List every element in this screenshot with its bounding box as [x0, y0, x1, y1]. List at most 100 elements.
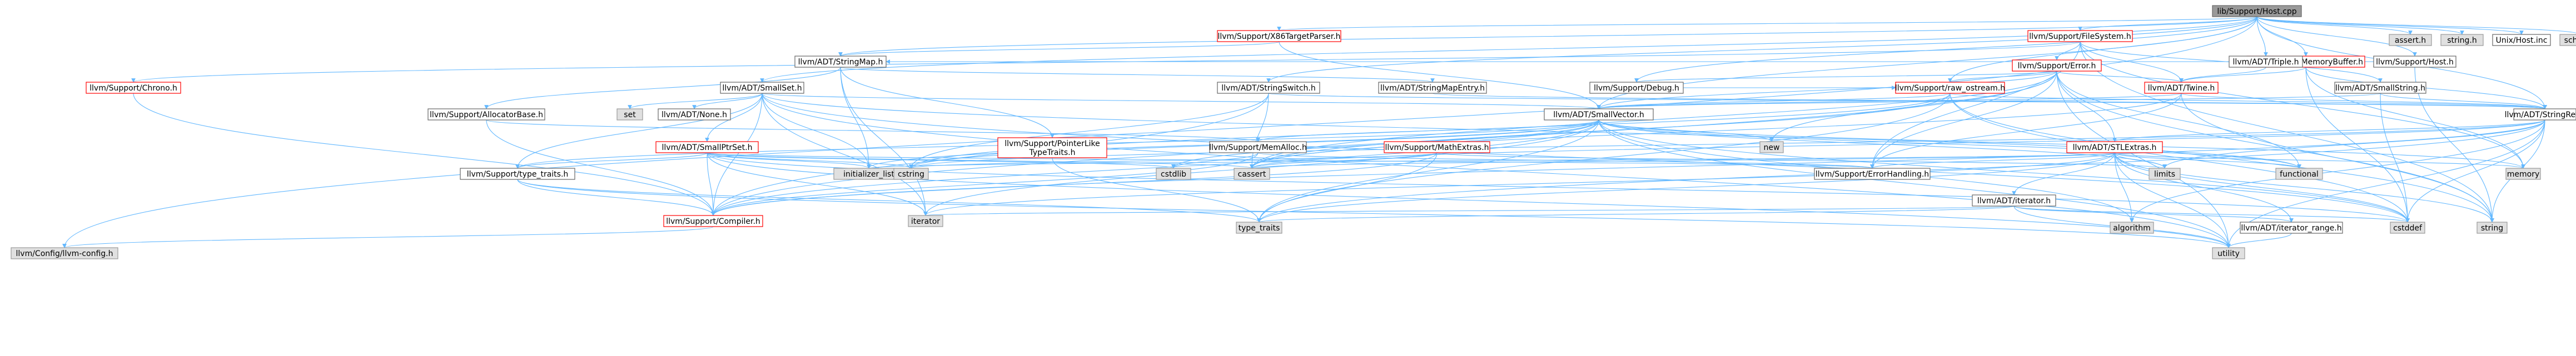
include-edge [1250, 152, 1438, 169]
node-string-h[interactable]: string.h [2440, 34, 2484, 46]
node-small-string[interactable]: llvm/ADT/SmallString.h [2334, 82, 2426, 94]
node-new[interactable]: new [1759, 141, 1784, 153]
node-label: cstdlib [1161, 170, 1186, 179]
node-cstddef[interactable]: cstddef [2390, 222, 2425, 234]
include-edge [1769, 71, 2057, 142]
include-edge [1250, 152, 2115, 169]
node-chrono[interactable]: llvm/Support/Chrono.h [86, 82, 181, 94]
include-edge [1277, 16, 2257, 31]
node-label: llvm/ADT/Triple.h [2233, 58, 2299, 67]
include-edge [515, 152, 708, 169]
node-support-debug[interactable]: llvm/Support/Debug.h [1589, 82, 1684, 94]
node-string[interactable]: string [2476, 222, 2508, 234]
node-label: initializer_list [843, 170, 894, 179]
node-string-map[interactable]: llvm/ADT/StringMap.h [794, 56, 887, 68]
node-root[interactable]: lib/Support/Host.cpp [2212, 5, 2302, 17]
node-memory[interactable]: memory [2505, 168, 2541, 180]
node-raw-ostream[interactable]: llvm/Support/raw_ostream.h [1895, 82, 2005, 94]
include-edge [2013, 205, 2294, 223]
node-label: assert.h [2395, 36, 2426, 45]
node-adt-none[interactable]: llvm/ADT/None.h [658, 108, 731, 121]
node-x86-target-parser[interactable]: llvm/Support/X86TargetParser.h [1217, 30, 1341, 42]
node-label: cstddef [2393, 224, 2423, 233]
include-edge [1950, 93, 2547, 109]
node-label: llvm/Support/X86TargetParser.h [1217, 32, 1340, 41]
node-string-ref[interactable]: llvm/ADT/StringRef.h [2505, 108, 2576, 121]
node-cassert[interactable]: cassert [1234, 168, 1270, 180]
node-iterator-range[interactable]: llvm/ADT/iterator_range.h [2240, 222, 2343, 234]
node-type-traits-h[interactable]: llvm/Support/type_traits.h [460, 168, 575, 180]
node-small-vector[interactable]: llvm/ADT/SmallVector.h [1544, 108, 1654, 121]
node-utility[interactable]: utility [2212, 247, 2245, 259]
node-file-system[interactable]: llvm/Support/FileSystem.h [2027, 30, 2133, 42]
node-label: llvm/Support/MathExtras.h [1385, 143, 1489, 152]
node-stl-extras[interactable]: llvm/ADT/STLExtras.h [2066, 141, 2163, 153]
node-label: llvm/ADT/StringSwitch.h [1221, 84, 1315, 93]
include-edge [711, 93, 1269, 216]
node-triple[interactable]: llvm/ADT/Triple.h [2229, 56, 2303, 68]
include-edge [2056, 71, 2184, 83]
include-edge [1257, 152, 1438, 223]
include-edge [762, 93, 2231, 248]
include-edge [707, 152, 1176, 169]
node-llvm-config[interactable]: llvm/Config/llvm-config.h [11, 247, 118, 259]
include-edge [1597, 93, 1951, 109]
include-edge [2012, 152, 2115, 195]
node-label: llvm/ADT/SmallString.h [2335, 84, 2425, 93]
node-mem-alloc[interactable]: llvm/Support/MemAlloc.h [1209, 141, 1307, 153]
node-label: llvm/Support/Host.h [2376, 58, 2454, 67]
node-unix-host-inc[interactable]: Unix/Host.inc [2492, 34, 2551, 46]
include-edge [2256, 16, 2524, 35]
node-cstring[interactable]: cstring [893, 168, 929, 180]
include-edge [1598, 119, 2525, 169]
include-edge [707, 152, 2410, 223]
node-small-set[interactable]: llvm/ADT/SmallSet.h [720, 82, 804, 94]
include-edge [486, 119, 1260, 142]
node-initializer-list[interactable]: initializer_list [833, 168, 904, 180]
include-edge [628, 93, 763, 109]
node-label: llvm/ADT/iterator_range.h [2241, 224, 2341, 233]
include-edge [705, 93, 763, 142]
node-math-extras[interactable]: llvm/Support/MathExtras.h [1384, 141, 1490, 153]
node-sched-h[interactable]: sched.h [2559, 34, 2576, 46]
include-edge [2114, 152, 2494, 223]
node-functional[interactable]: functional [2275, 168, 2323, 180]
node-set[interactable]: set [616, 108, 643, 121]
include-edge [1598, 119, 1774, 142]
node-iterator[interactable]: iterator [908, 215, 943, 227]
node-string-switch[interactable]: llvm/ADT/StringSwitch.h [1217, 82, 1320, 94]
node-twine[interactable]: llvm/ADT/Twine.h [2144, 82, 2219, 94]
include-edge [711, 152, 1438, 216]
node-small-ptr-set[interactable]: llvm/ADT/SmallPtrSet.h [655, 141, 759, 153]
node-algorithm[interactable]: algorithm [2110, 222, 2154, 234]
node-label: sched.h [2564, 36, 2576, 45]
node-compiler[interactable]: llvm/Support/Compiler.h [663, 215, 763, 227]
include-edge [707, 152, 715, 216]
include-edge [1250, 119, 2545, 169]
node-string-map-entry[interactable]: llvm/ADT/StringMapEntry.h [1378, 82, 1487, 94]
include-edge [1597, 71, 2057, 109]
include-edge [2414, 67, 2494, 223]
include-edge [762, 93, 928, 216]
node-error-handling[interactable]: llvm/Support/ErrorHandling.h [1814, 168, 1931, 180]
node-error-h[interactable]: llvm/Support/Error.h [2012, 59, 2102, 72]
include-edge [2305, 67, 2525, 169]
node-type-traits[interactable]: type_traits [1236, 222, 1282, 234]
node-adt-iterator[interactable]: llvm/ADT/iterator.h [1972, 194, 2056, 207]
include-edge [484, 67, 841, 109]
include-edge [1257, 152, 1874, 169]
node-limits[interactable]: limits [2149, 168, 2181, 180]
include-edge [711, 152, 1259, 216]
include-edge [1950, 93, 2494, 223]
node-assert-h[interactable]: assert.h [2389, 34, 2432, 46]
include-edge [2256, 16, 2413, 35]
node-allocator-base[interactable]: llvm/Support/AllocatorBase.h [427, 108, 545, 121]
node-support-host[interactable]: llvm/Support/Host.h [2373, 56, 2456, 68]
include-edge [2181, 93, 2547, 109]
include-edge [2056, 71, 2231, 248]
node-cstdlib[interactable]: cstdlib [1156, 168, 1191, 180]
node-label: memory [2507, 170, 2540, 179]
include-edge [2055, 41, 2081, 61]
